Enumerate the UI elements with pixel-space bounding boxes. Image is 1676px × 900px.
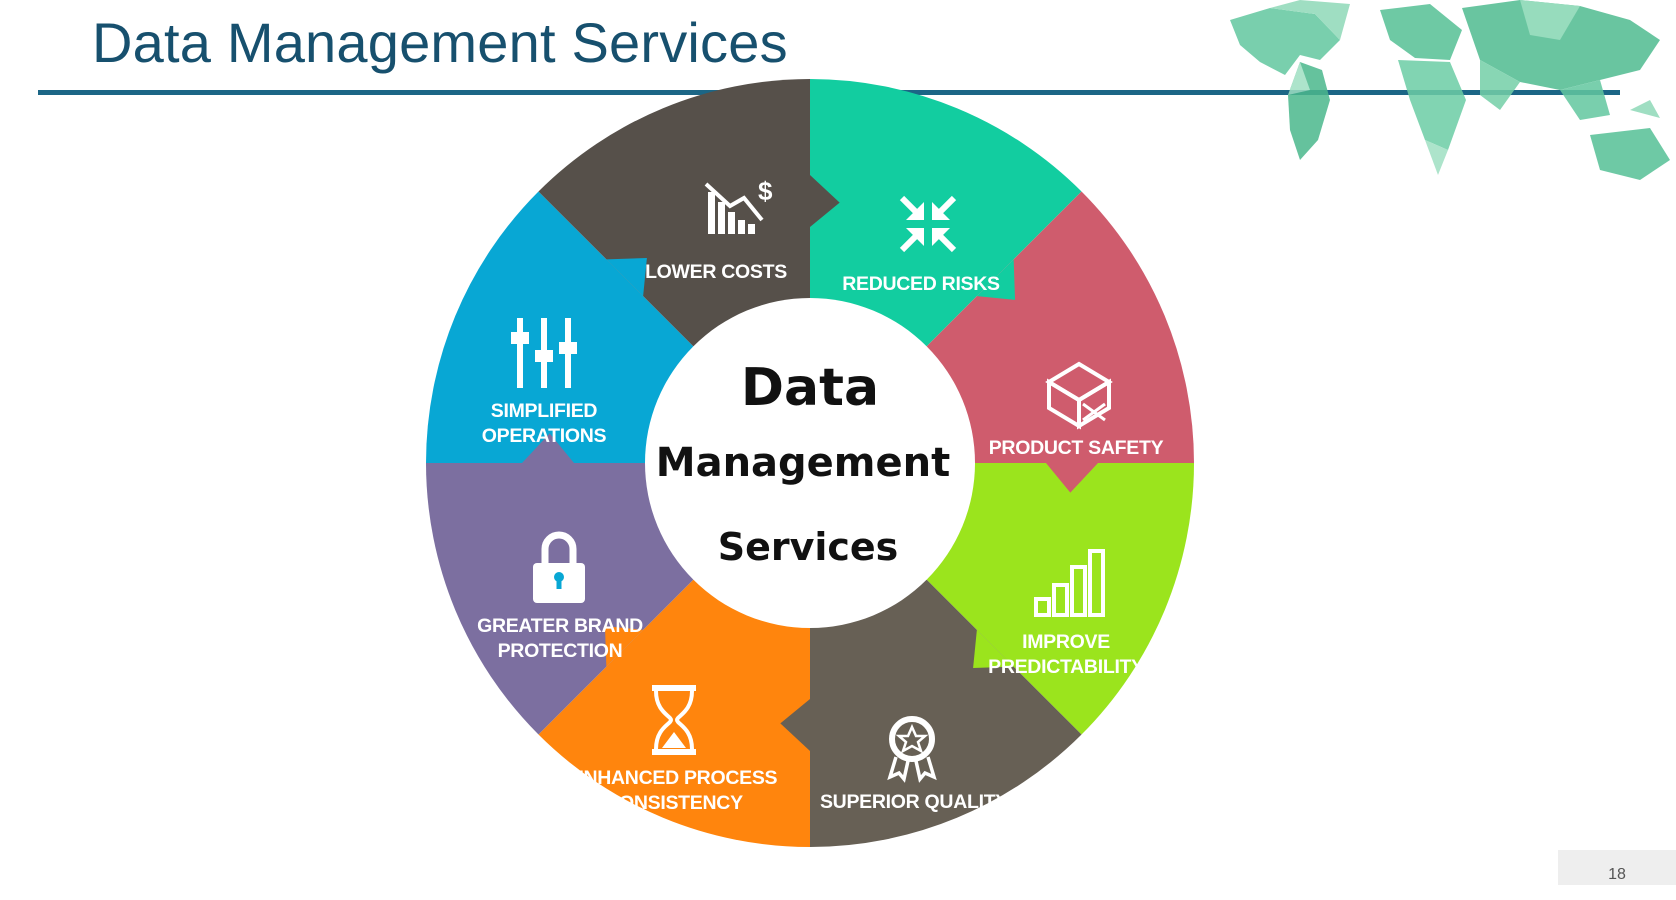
- label-improve-predictability-line-2: PREDICTABILITY: [988, 656, 1144, 678]
- arrow-notch-lower-costs: [976, 259, 1016, 300]
- label-simplified-operations-line-1: SIMPLIFIED: [491, 400, 598, 422]
- arrow-notch-superior-quality: [604, 626, 644, 667]
- hourglass-icon: [652, 685, 696, 755]
- slide-title: Data Management Services: [92, 11, 788, 74]
- svg-text:$: $: [758, 176, 773, 206]
- label-enhanced-process-consistency-line-1: ENHANCED PROCESS: [571, 767, 778, 789]
- world-map-graphic: [1230, 0, 1670, 180]
- quality-badge-icon: [887, 716, 937, 783]
- arrow-notch-greater-brand-protection: [606, 257, 647, 297]
- arrow-notch-simplified-operations: [810, 175, 840, 227]
- hub-title-line-1: Data: [741, 358, 879, 418]
- arrow-notch-product-safety: [973, 629, 1014, 669]
- label-lower-costs: LOWER COSTS: [645, 261, 787, 283]
- cost-chart-icon: $: [704, 176, 773, 234]
- label-superior-quality: SUPERIOR QUALITY: [820, 791, 1008, 813]
- wheel-icons: $: [511, 176, 1113, 783]
- label-reduced-risks: REDUCED RISKS: [842, 273, 1000, 295]
- slide-page-number: 18: [1558, 850, 1676, 885]
- package-box-icon: [1045, 361, 1113, 430]
- label-enhanced-process-consistency-line-2: CONSISTENCY: [605, 792, 743, 814]
- label-product-safety: PRODUCT SAFETY: [989, 437, 1164, 459]
- label-greater-brand-protection-line-2: PROTECTION: [498, 640, 623, 662]
- hub-circle: [645, 298, 975, 628]
- wheel-labels: LOWER COSTS REDUCED RISKS PRODUCT SAFETY IM…: [477, 261, 1164, 814]
- arrow-notch-enhanced-process-consistency: [522, 433, 574, 463]
- arrow-notch-reduced-risks: [1046, 463, 1098, 493]
- compress-arrows-icon: [899, 195, 957, 253]
- label-improve-predictability-line-1: IMPROVE: [1022, 631, 1110, 653]
- label-greater-brand-protection-line-1: GREATER BRAND: [477, 615, 643, 637]
- label-simplified-operations-line-2: OPERATIONS: [482, 425, 607, 447]
- sliders-icon: [511, 318, 577, 388]
- hub-title-line-3: Services: [718, 525, 899, 569]
- bar-graph-icon: [1034, 549, 1105, 617]
- arrow-notch-improve-predictability: [780, 699, 810, 751]
- hub-title-line-2: Management: [656, 440, 950, 486]
- padlock-icon: [533, 531, 585, 603]
